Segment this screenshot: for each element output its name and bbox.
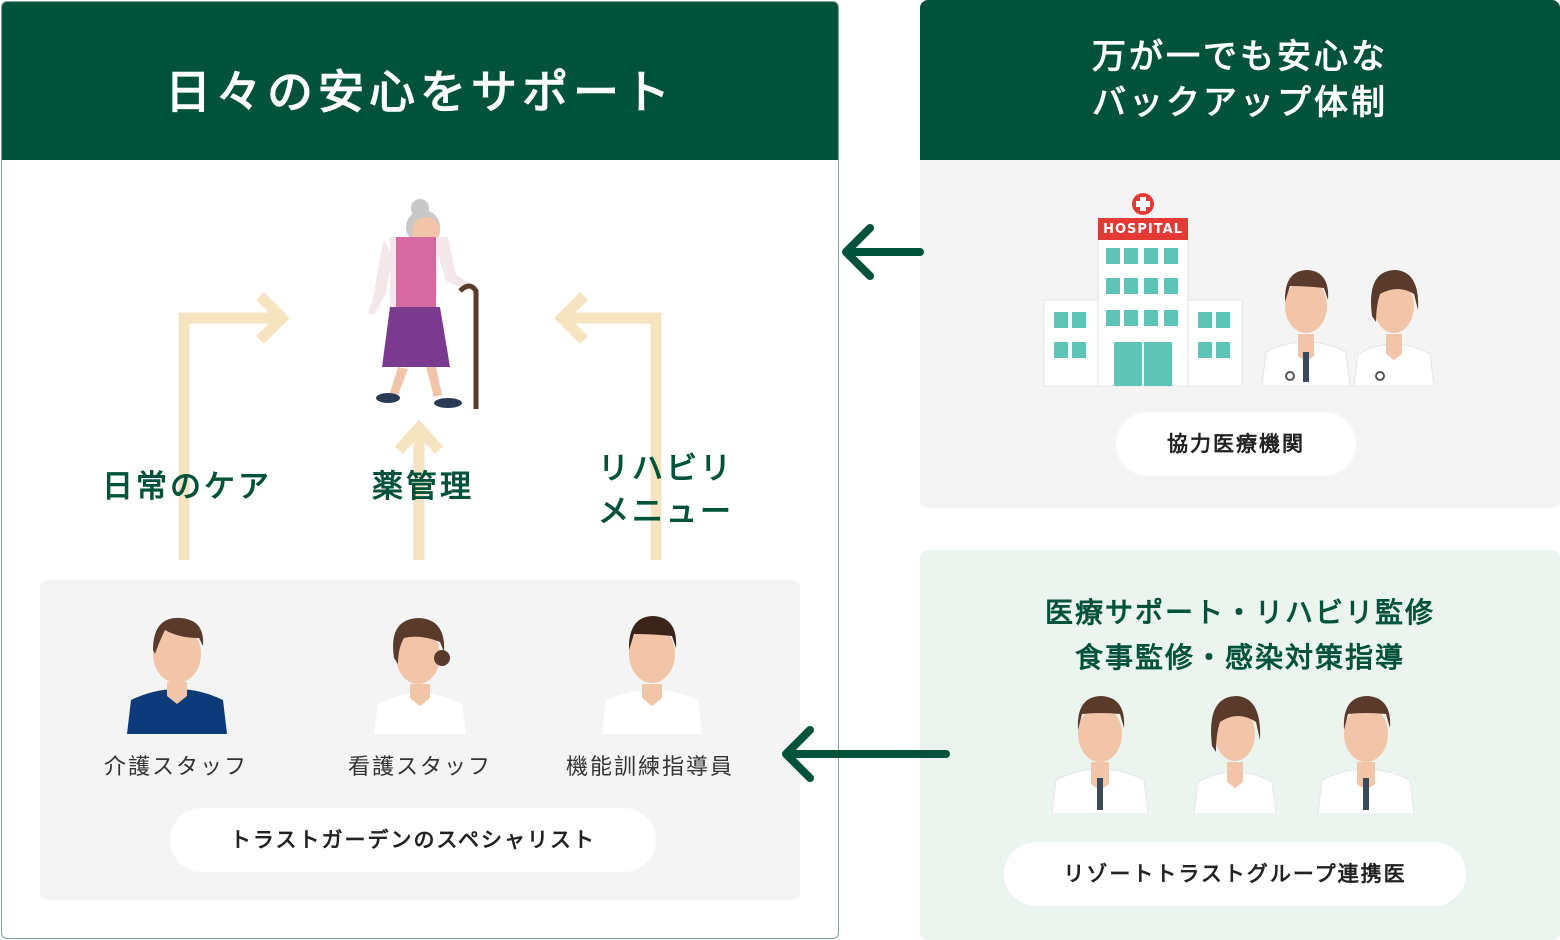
- role-care-staff: 介護スタッフ: [103, 755, 248, 780]
- affiliated-title-line1: 医療サポート・リハビリ監修: [1044, 596, 1435, 629]
- arrow-rehab: [562, 312, 662, 560]
- affiliated-doctors-title: 医療サポート・リハビリ監修 食事監修・感染対策指導: [920, 590, 1560, 680]
- specialist-pill: トラストガーデンのスペシャリスト: [170, 808, 656, 872]
- affiliated-doctor-2-icon: [1194, 696, 1276, 814]
- backup-title-line2: バックアップ体制: [1092, 83, 1388, 123]
- care-staff-icon: [127, 617, 227, 734]
- trainer-staff-icon: [602, 616, 702, 734]
- hospital-icon: [1043, 193, 1243, 387]
- affiliated-title-line2: 食事監修・感染対策指導: [1074, 641, 1405, 674]
- doctor-icon: [1262, 270, 1350, 386]
- backup-title-line1: 万が一でも安心な: [1092, 37, 1388, 77]
- backup-panel-title: 万が一でも安心な バックアップ体制: [920, 34, 1560, 126]
- arrow-left-bottom-icon: [782, 726, 950, 782]
- care-label-medicine: 薬管理: [372, 469, 474, 505]
- partner-hospital-pill: 協力医療機関: [1116, 412, 1356, 476]
- affiliated-doctor-1-icon: [1052, 696, 1148, 814]
- arrow-left-top-icon: [842, 224, 924, 280]
- care-label-daily: 日常のケア: [102, 469, 272, 505]
- role-trainer: 機能訓練指導員: [565, 755, 734, 780]
- nurse-staff-icon: [374, 618, 466, 734]
- arrow-daily-care: [178, 312, 282, 560]
- arrow-rehab-head: [554, 292, 588, 344]
- hospital-sign: HOSPITAL: [1103, 222, 1183, 237]
- arrow-daily-care-head: [256, 292, 290, 344]
- affiliated-doctor-3-icon: [1318, 696, 1414, 814]
- care-arrows: [178, 292, 662, 560]
- elderly-woman-icon: [368, 199, 479, 409]
- affiliated-doctors-pill: リゾートトラストグループ連携医: [1004, 842, 1466, 906]
- doctor-female-icon: [1354, 270, 1434, 386]
- care-label-rehab-menu: メニュー: [598, 494, 734, 530]
- role-nurse-staff: 看護スタッフ: [347, 755, 492, 780]
- backup-panel-header: [920, 0, 1560, 160]
- care-label-rehab: リハビリ: [598, 451, 734, 487]
- left-panel-title: 日々の安心をサポート: [165, 65, 675, 119]
- arrow-medicine-head: [394, 419, 444, 454]
- left-panel-header: [2, 2, 838, 160]
